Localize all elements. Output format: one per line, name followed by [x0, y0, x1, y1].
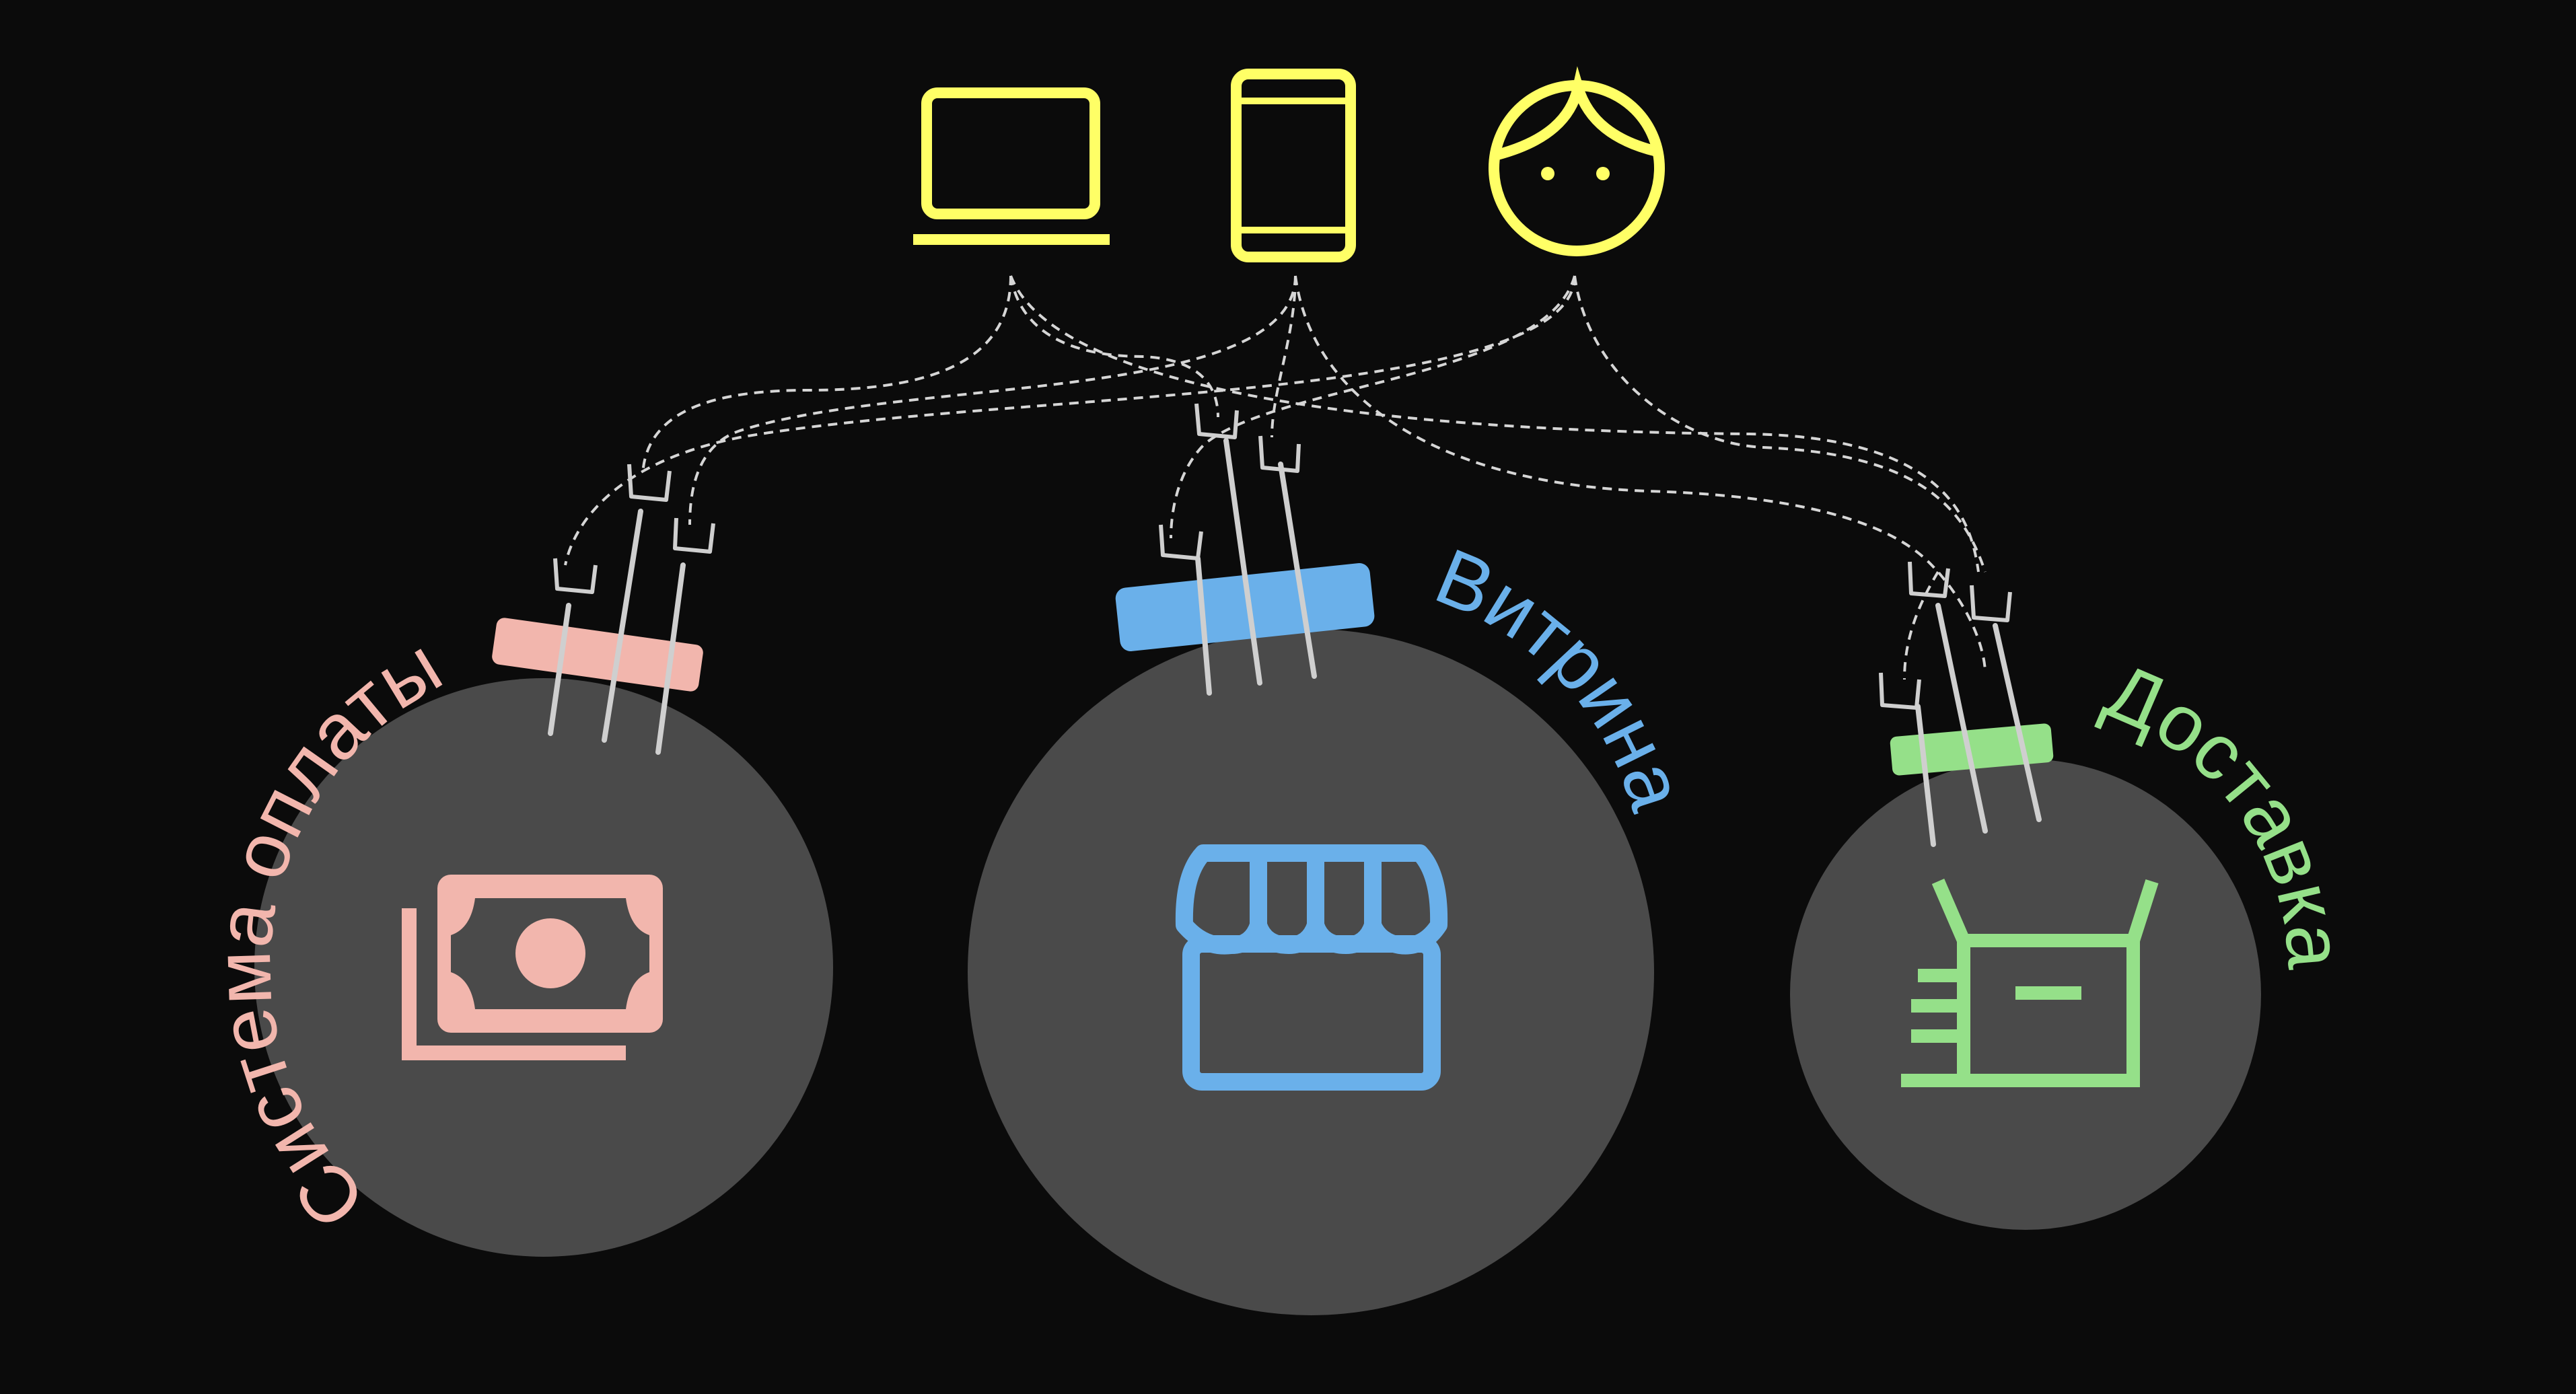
- service-storefront: Витрина: [968, 403, 1702, 1315]
- clients: [913, 66, 1665, 262]
- storefront-port: [1115, 562, 1375, 652]
- storefront-bubble: [968, 629, 1654, 1315]
- plug: [1908, 561, 1950, 598]
- cable-phone-storefront: [1271, 275, 1297, 438]
- person-icon: [1489, 66, 1665, 256]
- cable-laptop-delivery: [1009, 275, 1980, 573]
- plug: [1159, 524, 1203, 560]
- cable-laptop-payment: [641, 275, 1012, 475]
- plug: [1258, 435, 1301, 473]
- payment-port: [492, 618, 703, 692]
- box-delivery-icon: [1901, 879, 2159, 1087]
- plug: [1970, 585, 2012, 622]
- cable-person-delivery: [1573, 275, 1987, 680]
- cable-phone-payment: [688, 275, 1297, 525]
- money-icon: [402, 875, 663, 1060]
- connection-lines: [564, 275, 1987, 680]
- plug: [1879, 672, 1921, 710]
- plug: [673, 517, 715, 554]
- cable-phone-delivery: [1294, 275, 1987, 673]
- cable-person-storefront: [1170, 275, 1576, 539]
- phone-icon: [1231, 69, 1356, 262]
- delivery-port: [1890, 723, 2054, 776]
- plug: [1194, 403, 1239, 439]
- cable-laptop-storefront: [1009, 275, 1219, 418]
- service-payment: Система оплаты: [199, 464, 833, 1257]
- plug: [627, 464, 672, 502]
- plug: [553, 558, 598, 594]
- cable-person-payment: [564, 275, 1576, 566]
- service-delivery: Доставка: [1790, 561, 2360, 1230]
- laptop-icon: [913, 87, 1110, 245]
- shop-icon: [1175, 844, 1448, 1091]
